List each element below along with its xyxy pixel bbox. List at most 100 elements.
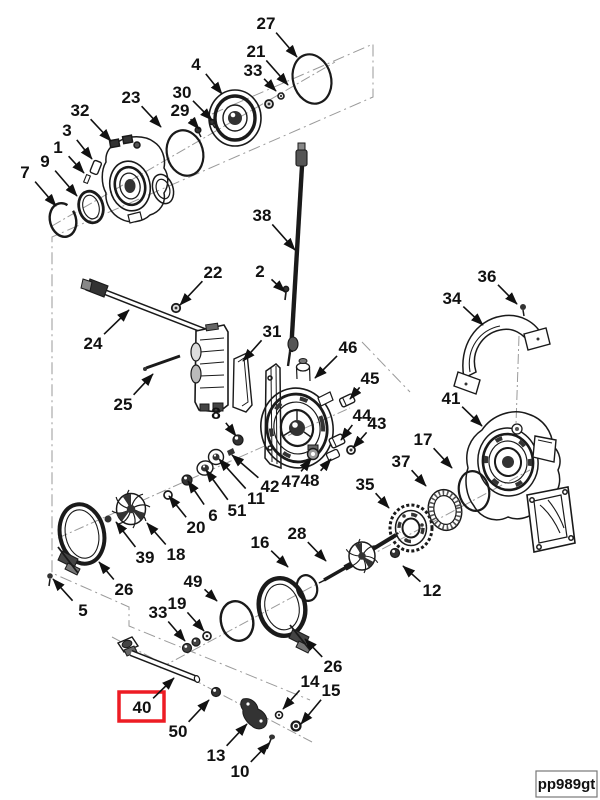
callout-26-left[interactable]: 26 (98, 561, 133, 599)
callout-26-right[interactable]: 26 (304, 638, 342, 676)
callout-20[interactable]: 20 (168, 495, 205, 537)
callout-39[interactable]: 39 (115, 521, 155, 567)
part-12-nut (389, 547, 401, 559)
callout-arrow-17 (433, 447, 453, 469)
callout-number-16: 16 (251, 533, 270, 552)
callout-47[interactable]: 47 (282, 458, 312, 491)
callout-number-44: 44 (353, 406, 372, 425)
callout-28[interactable]: 28 (288, 524, 327, 562)
callout-31[interactable]: 31 (242, 322, 281, 362)
callout-number-27: 27 (257, 14, 276, 33)
callout-21[interactable]: 21 (247, 42, 289, 86)
callout-number-6: 6 (208, 506, 217, 525)
callout-6[interactable]: 6 (187, 480, 218, 525)
callout-14[interactable]: 14 (282, 672, 320, 710)
callout-number-39: 39 (136, 548, 155, 567)
callout-51[interactable]: 51 (205, 469, 246, 520)
callout-42[interactable]: 42 (231, 454, 279, 496)
callout-number-49: 49 (184, 572, 203, 591)
callout-49[interactable]: 49 (184, 572, 218, 602)
callout-33-top[interactable]: 33 (244, 61, 277, 92)
part-4-diaphragm (208, 89, 262, 147)
callout-arrow-26-left (98, 561, 115, 580)
part-23-oring (165, 129, 205, 177)
callout-arrow-11 (218, 458, 247, 490)
callout-2[interactable]: 2 (255, 262, 286, 293)
callout-arrow-46 (314, 355, 338, 379)
callout-16[interactable]: 16 (251, 533, 289, 568)
part-16-clamp (256, 576, 312, 654)
callout-number-19: 19 (168, 594, 187, 613)
part-21-washer (277, 92, 285, 100)
callout-number-3: 3 (62, 121, 71, 140)
callout-40[interactable]: 40 (117, 677, 175, 723)
part-9-seal-ring (77, 189, 105, 225)
part-36-screw (520, 304, 526, 317)
callout-19[interactable]: 19 (168, 594, 205, 632)
part-50-nut (210, 686, 222, 698)
callout-17[interactable]: 17 (414, 430, 453, 469)
callout-24[interactable]: 24 (84, 309, 130, 353)
callout-38[interactable]: 38 (253, 206, 296, 251)
part-42-pin (227, 448, 235, 456)
callout-18[interactable]: 18 (146, 522, 185, 564)
callout-arrow-27 (275, 32, 298, 58)
callout-number-37: 37 (392, 452, 411, 471)
callout-35[interactable]: 35 (356, 475, 390, 509)
callout-arrow-50 (188, 699, 210, 723)
callout-33-bottom[interactable]: 33 (149, 603, 186, 642)
callout-number-15: 15 (322, 681, 341, 700)
callout-12[interactable]: 12 (402, 565, 441, 600)
callout-number-25: 25 (114, 395, 133, 414)
callout-arrow-43 (352, 431, 368, 449)
callout-number-22: 22 (204, 263, 223, 282)
callout-number-34: 34 (443, 289, 462, 308)
callout-48[interactable]: 48 (301, 458, 332, 490)
callout-11[interactable]: 11 (218, 458, 265, 508)
callout-number-21: 21 (247, 42, 266, 61)
callout-arrow-2 (270, 278, 286, 293)
callout-45[interactable]: 45 (349, 369, 379, 400)
callout-7[interactable]: 7 (20, 163, 57, 207)
callout-27[interactable]: 27 (257, 14, 298, 58)
callout-arrow-33-bottom (167, 620, 186, 642)
callout-34[interactable]: 34 (443, 289, 484, 326)
callout-30[interactable]: 30 (173, 83, 213, 121)
part-1-spacer (82, 173, 92, 185)
callout-13[interactable]: 13 (207, 723, 248, 765)
callout-number-1: 1 (53, 138, 62, 157)
callout-arrow-41 (461, 406, 483, 427)
callout-29[interactable]: 29 (171, 101, 200, 130)
part-44-bushing (328, 433, 346, 449)
callout-22[interactable]: 22 (179, 263, 223, 306)
callout-43[interactable]: 43 (352, 414, 387, 449)
part-46-bearing-housing (260, 358, 334, 470)
callout-number-28: 28 (288, 524, 307, 543)
callout-8[interactable]: 8 (211, 404, 237, 437)
callout-number-43: 43 (368, 414, 387, 433)
callout-25[interactable]: 25 (114, 373, 154, 414)
callout-5[interactable]: 5 (52, 578, 88, 620)
callout-arrow-28 (307, 541, 327, 562)
callout-3[interactable]: 3 (62, 121, 93, 160)
callout-9[interactable]: 9 (40, 152, 78, 197)
part-35-heat-shield (388, 503, 434, 553)
callout-10[interactable]: 10 (231, 742, 270, 781)
callout-number-46: 46 (339, 338, 358, 357)
callout-32[interactable]: 32 (71, 101, 112, 142)
callout-23[interactable]: 23 (122, 88, 162, 128)
callout-44[interactable]: 44 (340, 406, 372, 441)
callout-arrow-22 (179, 280, 203, 306)
callout-36[interactable]: 36 (478, 267, 518, 305)
callout-37[interactable]: 37 (392, 452, 427, 487)
callout-15[interactable]: 15 (300, 681, 341, 725)
callout-4[interactable]: 4 (191, 55, 223, 95)
callout-50[interactable]: 50 (169, 699, 210, 741)
callout-41[interactable]: 41 (442, 389, 483, 427)
callout-arrow-31 (242, 339, 263, 362)
callout-arrow-4 (205, 73, 223, 95)
callout-arrow-6 (187, 480, 205, 505)
callout-number-24: 24 (84, 334, 103, 353)
callout-1[interactable]: 1 (53, 138, 85, 174)
callout-46[interactable]: 46 (314, 338, 358, 379)
